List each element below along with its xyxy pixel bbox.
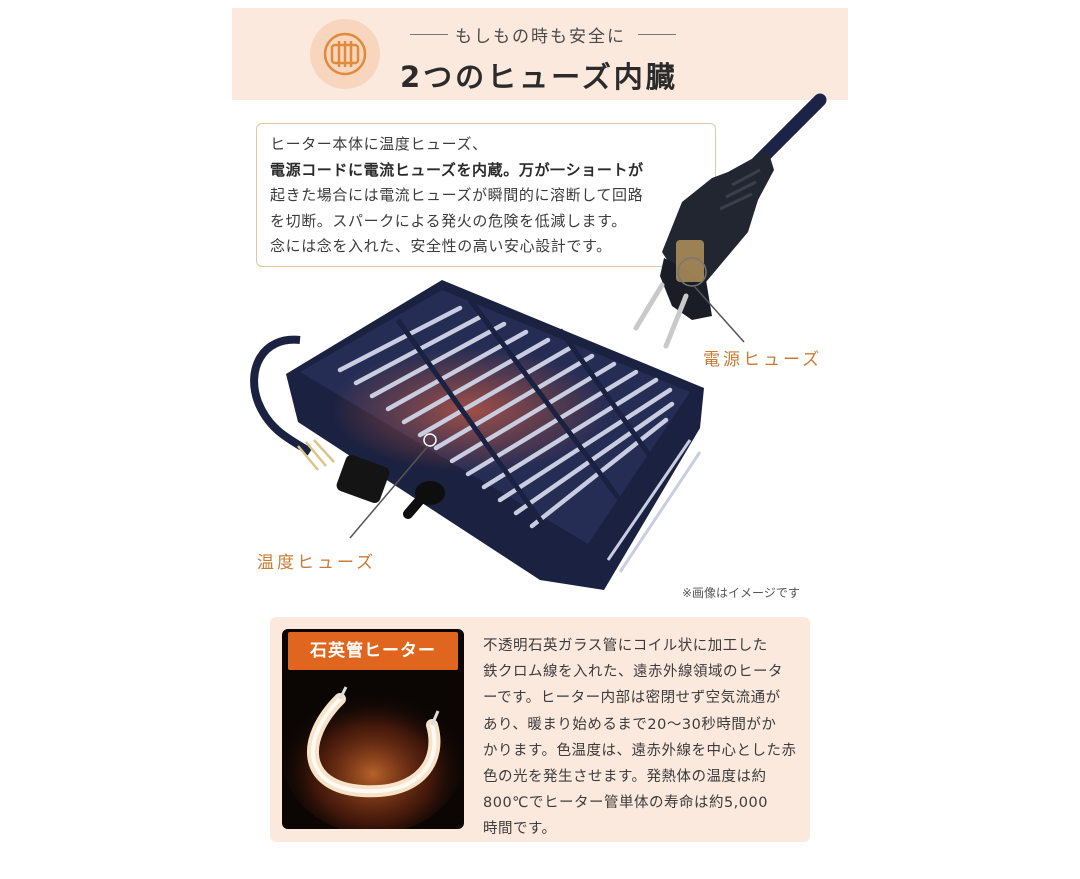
image-note: ※画像はイメージです	[682, 586, 800, 600]
heater-line: 時間です。	[483, 821, 557, 838]
heater-line: あり、暖まり始めるまで20〜30秒時間がか	[483, 716, 777, 733]
heater-line: 不透明石英ガラス管にコイル状に加工した	[483, 638, 768, 654]
heater-line: 800℃でヒーター管単体の寿命は約5,000	[483, 795, 768, 812]
heater-line: 鉄クロム線を入れた、遠赤外線領域のヒータ	[483, 664, 783, 681]
description-box	[256, 123, 716, 267]
description-line: を切断。スパークによる発火の危険を低減します。	[270, 211, 627, 230]
power-cord	[633, 93, 827, 349]
page-title: 2つのヒューズ内臓	[400, 60, 678, 94]
heater-device	[250, 280, 704, 590]
subtitle-rule-right	[638, 34, 676, 35]
heater-description: 不透明石英ガラス管にコイル状に加工した 鉄クロム線を入れた、遠赤外線領域のヒータ…	[483, 633, 797, 843]
temp-fuse-label: 温度ヒューズ	[257, 553, 377, 573]
heater-line: ーです。ヒーター内部は密閉せず空気流通が	[483, 690, 781, 707]
heater-line: かります。色温度は、遠赤外線を中心とした赤	[483, 742, 797, 759]
description-text: ヒーター本体に温度ヒューズ、 電源コードに電流ヒューズを内蔵。万が一ショートが …	[270, 132, 644, 260]
heater-tag: 石英管ヒーター	[288, 632, 458, 670]
power-fuse-label: 電源ヒューズ	[703, 350, 823, 370]
heater-line: 色の光を発生させます。発熱体の温度は約	[483, 769, 767, 786]
description-line: ヒーター本体に温度ヒューズ、	[270, 135, 488, 153]
subtitle-rule-left	[410, 34, 448, 35]
subtitle: もしもの時も安全に	[455, 27, 626, 47]
description-line: 起きた場合には電流ヒューズが瞬間的に溶断して回路	[270, 186, 644, 204]
fuse-icon	[310, 19, 380, 89]
description-line: 念には念を入れた、安全性の高い安心設計です。	[270, 237, 612, 255]
description-line: 電源コードに電流ヒューズを内蔵。万が一ショートが	[270, 160, 644, 179]
